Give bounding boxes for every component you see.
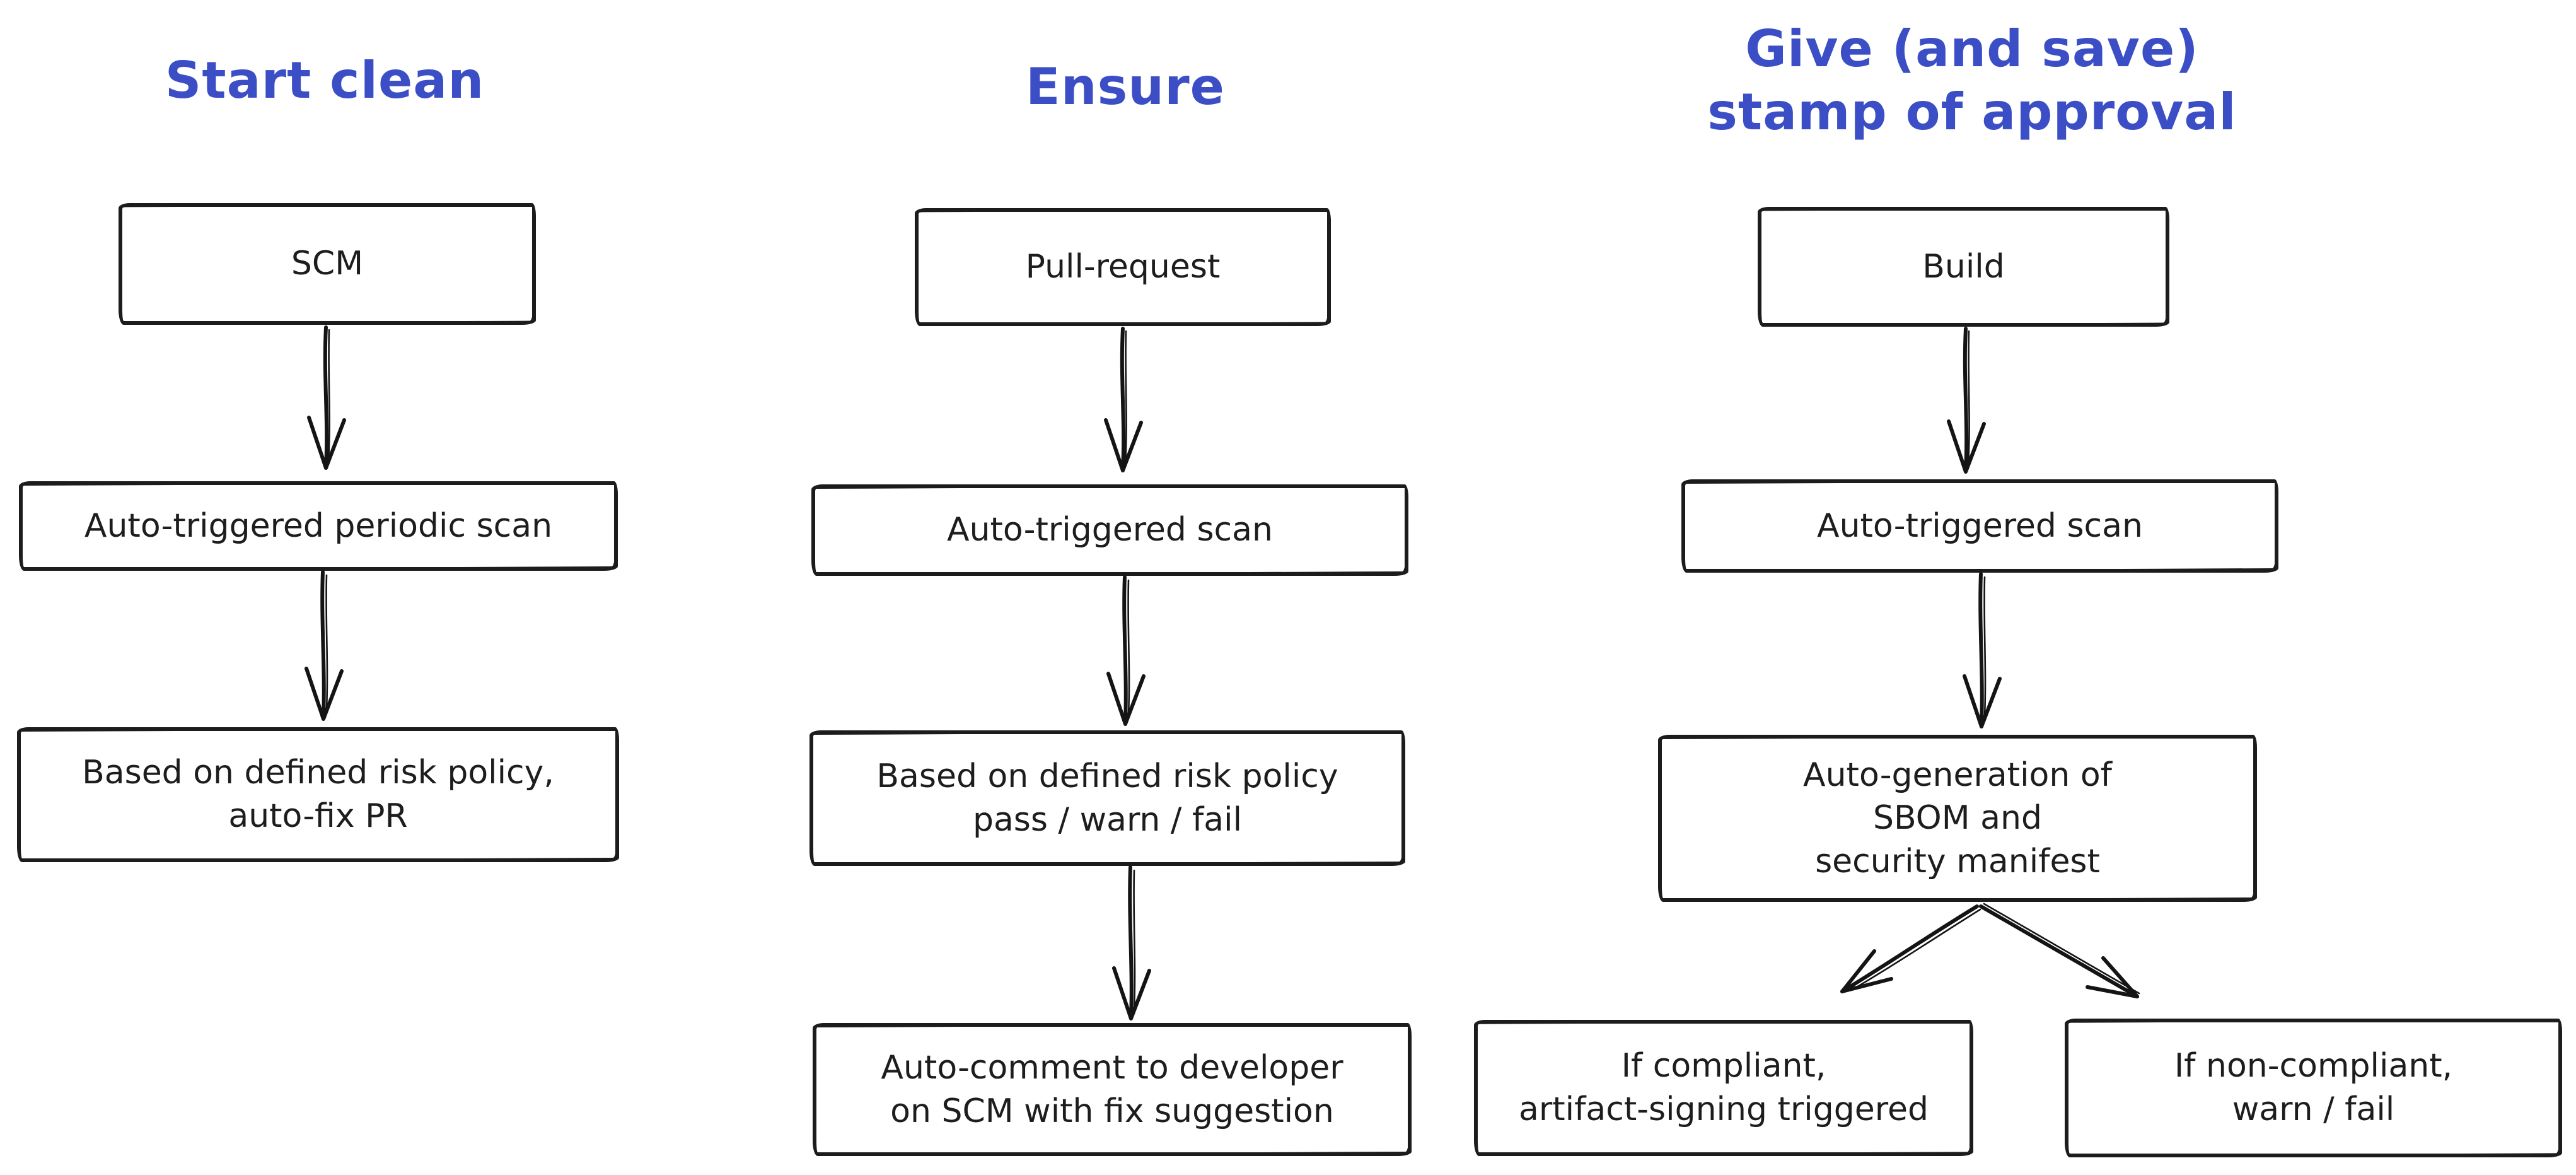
node-if-compliant-label: If compliant, artifact-signing triggered bbox=[1519, 1047, 1929, 1128]
node-auto-fix-pr-label: Based on defined risk policy, auto-fix P… bbox=[82, 754, 554, 835]
node-sbom-manifest: Auto-generation of SBOM and security man… bbox=[1658, 735, 2257, 902]
node-pull-request-label: Pull-request bbox=[1025, 248, 1221, 286]
arrow-scan-to-risk-policy bbox=[1106, 575, 1146, 726]
lane-title-ensure: Ensure bbox=[1026, 57, 1225, 116]
arrow-sbom-to-if-non-compliant bbox=[1979, 903, 2140, 998]
arrow-periodic-scan-to-auto-fix bbox=[305, 570, 344, 721]
node-auto-comment: Auto-comment to developer on SCM with fi… bbox=[813, 1023, 1412, 1156]
node-build: Build bbox=[1758, 207, 2169, 327]
arrow-pull-request-to-scan bbox=[1104, 327, 1143, 472]
node-pr-scan-label: Auto-triggered scan bbox=[947, 511, 1273, 549]
node-risk-policy-pass-warn-fail-label: Based on defined risk policy pass / warn… bbox=[876, 757, 1338, 839]
arrow-risk-policy-to-auto-comment bbox=[1112, 865, 1151, 1020]
arrow-sbom-to-if-compliant bbox=[1840, 904, 1981, 993]
node-risk-policy-pass-warn-fail: Based on defined risk policy pass / warn… bbox=[809, 730, 1405, 866]
node-if-non-compliant: If non-compliant, warn / fail bbox=[2065, 1019, 2562, 1157]
node-periodic-scan: Auto-triggered periodic scan bbox=[19, 481, 618, 571]
node-build-scan: Auto-triggered scan bbox=[1681, 479, 2278, 573]
node-sbom-manifest-label: Auto-generation of SBOM and security man… bbox=[1803, 756, 2112, 880]
node-build-scan-label: Auto-triggered scan bbox=[1817, 506, 2143, 545]
lane-title-start-clean: Start clean bbox=[165, 51, 485, 110]
lane-title-stamp-of-approval: Give (and save) stamp of approval bbox=[1707, 20, 2237, 141]
arrow-scm-to-periodic-scan bbox=[307, 325, 346, 470]
node-pr-scan: Auto-triggered scan bbox=[811, 484, 1408, 576]
arrow-build-to-scan bbox=[1947, 327, 1986, 474]
node-if-non-compliant-label: If non-compliant, warn / fail bbox=[2174, 1047, 2453, 1128]
node-scm: SCM bbox=[119, 203, 536, 325]
node-auto-comment-label: Auto-comment to developer on SCM with fi… bbox=[881, 1048, 1343, 1130]
node-if-compliant: If compliant, artifact-signing triggered bbox=[1474, 1020, 1973, 1156]
node-auto-fix-pr: Based on defined risk policy, auto-fix P… bbox=[17, 727, 619, 862]
arrow-scan-to-sbom bbox=[1963, 572, 2002, 728]
node-periodic-scan-label: Auto-triggered periodic scan bbox=[84, 506, 553, 545]
node-build-label: Build bbox=[1922, 247, 2005, 286]
node-pull-request: Pull-request bbox=[915, 208, 1331, 326]
node-scm-label: SCM bbox=[291, 245, 364, 283]
